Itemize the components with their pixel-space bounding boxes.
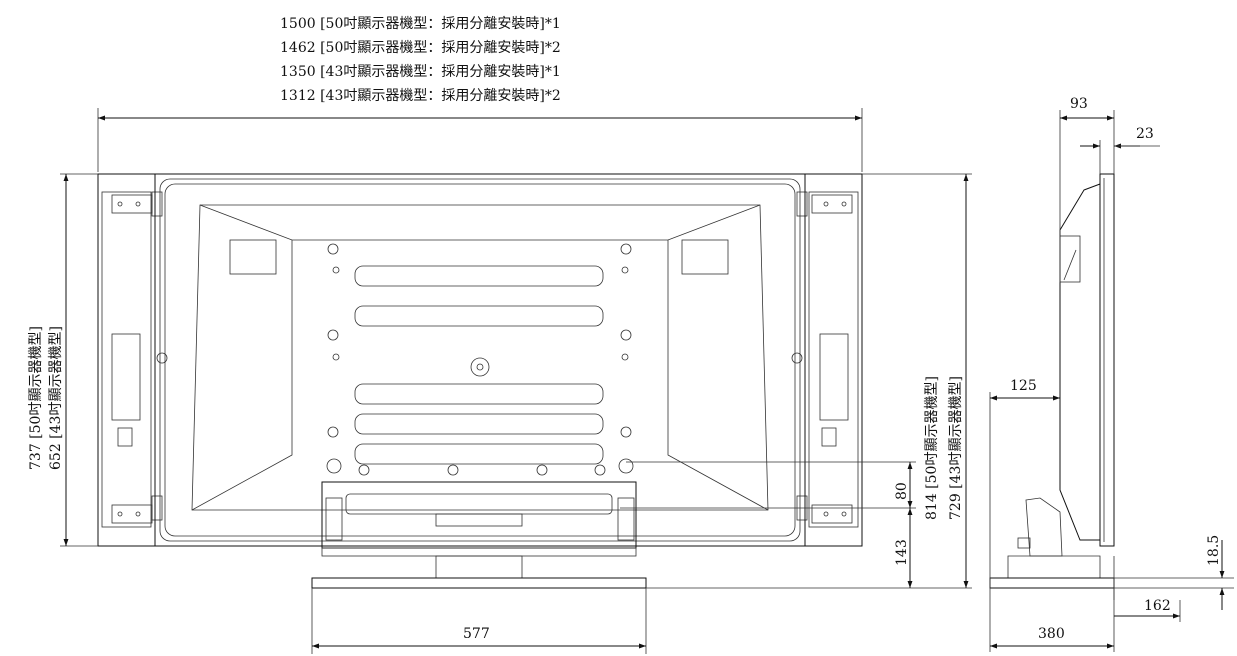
- stand-gap-label: 80: [894, 482, 910, 500]
- panel-thickness-label: 23: [1136, 126, 1154, 142]
- header-notes: 1500 [50吋顯示器機型：採用分離安裝時]*1 1462 [50吋顯示器機型…: [280, 15, 561, 104]
- base-thickness-label: 18.5: [1206, 535, 1222, 566]
- header-note-3: 1350 [43吋顯示器機型：採用分離安裝時]*1: [280, 63, 561, 80]
- header-note-2: 1462 [50吋顯示器機型：採用分離安裝時]*2: [280, 39, 561, 56]
- height-50-label: 737 [50吋顯示器機型]: [28, 326, 44, 470]
- mount-screws: [156, 243, 803, 438]
- stand-base: [311, 547, 647, 589]
- rear-view: [97, 173, 863, 589]
- height-43-label: 652 [43吋顯示器機型]: [48, 326, 64, 470]
- rear-depth-label: 162: [1144, 598, 1171, 614]
- side-view: [989, 173, 1115, 589]
- stand-bracket: [321, 458, 637, 549]
- display-frame: [154, 173, 806, 547]
- total-height-43-label: 729 [43吋顯示器機型]: [948, 376, 964, 520]
- overall-width-dimension: [97, 108, 863, 172]
- depth-top-label: 93: [1070, 96, 1088, 112]
- left-height-dimension: 737 [50吋顯示器機型] 652 [43吋顯示器機型]: [28, 173, 98, 547]
- total-height-50-label: 814 [50吋顯示器機型]: [924, 376, 940, 520]
- header-note-4: 1312 [43吋顯示器機型：採用分離安裝時]*2: [280, 87, 561, 104]
- left-speaker: [97, 173, 163, 547]
- stand-width-label: 577: [463, 626, 490, 642]
- stand-width-dimension: 577: [311, 588, 647, 654]
- stand-height-label: 143: [894, 539, 910, 566]
- right-height-dimension: 814 [50吋顯示器機型] 729 [43吋顯示器機型] 80 143: [620, 173, 972, 589]
- base-depth-label: 380: [1038, 626, 1065, 642]
- right-speaker: [796, 173, 863, 547]
- side-offset-label: 125: [1010, 378, 1037, 394]
- header-note-1: 1500 [50吋顯示器機型：採用分離安裝時]*1: [280, 15, 561, 32]
- side-dimensions: 93 23 125 380 162 18.5: [989, 96, 1234, 652]
